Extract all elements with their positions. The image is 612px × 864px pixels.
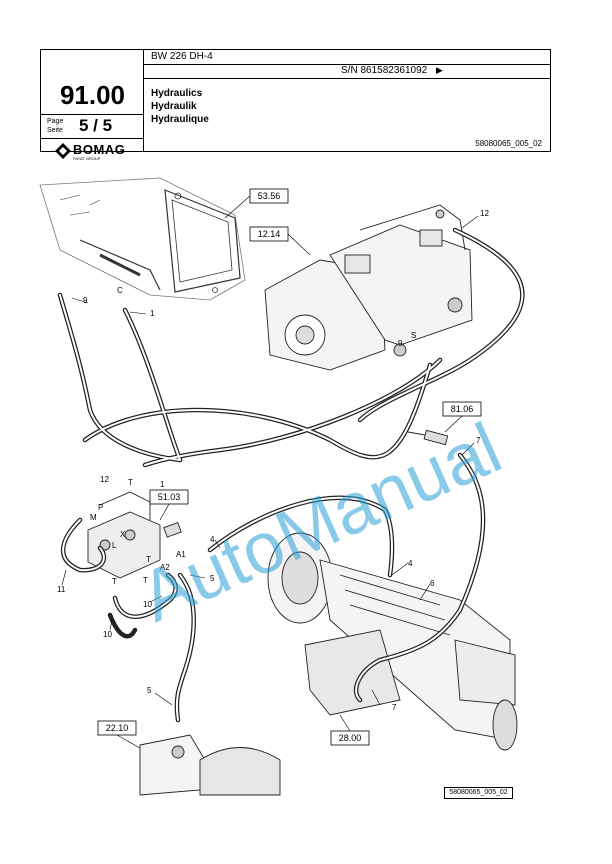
callout-1: 1 xyxy=(150,309,155,318)
brand-name: BOMAG xyxy=(73,142,126,157)
page-label: Page Seite xyxy=(47,117,63,135)
header-block: BW 226 DH-4 S/N 861582361092 ▶ 91.00 Pag… xyxy=(40,49,551,161)
arrow-right-icon: ▶ xyxy=(436,65,443,75)
page-label-en: Page xyxy=(47,118,64,125)
valve-block xyxy=(87,491,182,579)
header-top-left-cell xyxy=(41,50,144,64)
page-number: 5 / 5 xyxy=(79,116,113,135)
callout-5: 5 xyxy=(147,686,152,695)
leader-lines xyxy=(61,195,479,749)
title-english: Hydraulics xyxy=(151,88,203,99)
chapter-number: 91.00 xyxy=(59,80,126,110)
serial-number: S/N 861582361092 xyxy=(341,65,428,76)
port-label: A1 xyxy=(176,550,186,559)
callout-7: 7 xyxy=(476,436,481,445)
section-titles: Hydraulics Hydraulik Hydraulique xyxy=(151,87,209,126)
port-label: C xyxy=(117,286,123,295)
callout-10: 10 xyxy=(143,600,152,609)
port-label: A2 xyxy=(160,563,170,572)
machine-model: BW 226 DH-4 xyxy=(151,51,213,62)
title-french: Hydraulique xyxy=(151,114,209,125)
callout-7: 7 xyxy=(392,703,397,712)
footer-reference: 58080065_005_02 xyxy=(444,787,513,799)
bomag-logo-icon xyxy=(55,143,71,159)
callout-boxes: 53.56 12.14 81.06 51.03 22.10 28.00 xyxy=(97,188,482,746)
callout-box-label: 53.56 xyxy=(258,191,281,201)
port-label: X xyxy=(120,530,126,539)
callout-box-label: 22.10 xyxy=(106,723,129,733)
port-label: P xyxy=(98,503,103,512)
title-german: Hydraulik xyxy=(151,101,197,112)
callout-box-label: 28.00 xyxy=(339,733,362,743)
callout-6: 6 xyxy=(430,579,435,588)
port-label: T xyxy=(128,478,133,487)
header-left-panel: 91.00 Page Seite 5 / 5 BOMAG FAYAT GROUP xyxy=(41,64,144,161)
engine-block xyxy=(39,177,246,301)
callout-box-label: 81.06 xyxy=(451,404,474,414)
callout-numbers: 12 9 1 9 7 12 1 4 4 5 6 11 10 10 5 7 M P… xyxy=(57,209,489,712)
callout-4: 4 xyxy=(210,535,215,544)
callout-10: 10 xyxy=(103,630,112,639)
port-label: T xyxy=(143,576,148,585)
callout-11: 11 xyxy=(57,585,66,594)
document-reference: 58080065_005_02 xyxy=(475,139,542,148)
callout-box-label: 51.03 xyxy=(158,492,181,502)
port-label: S xyxy=(411,331,416,340)
drive-motor xyxy=(139,734,281,796)
header-divider xyxy=(144,64,550,65)
callout-9: 9 xyxy=(398,339,403,348)
callout-5: 5 xyxy=(210,574,215,583)
header-divider xyxy=(144,78,550,79)
port-label: T xyxy=(112,577,117,586)
callout-1: 1 xyxy=(160,480,165,489)
bomag-logo: BOMAG FAYAT GROUP xyxy=(55,142,135,164)
port-label: M xyxy=(90,513,97,522)
hose-inner-highlight xyxy=(59,229,524,721)
callout-12: 12 xyxy=(480,209,489,218)
pump-assembly xyxy=(264,204,473,371)
port-label: L xyxy=(112,541,117,550)
callout-box-label: 12.14 xyxy=(258,229,281,239)
port-label: T xyxy=(146,555,151,564)
sensor xyxy=(407,429,449,446)
header-divider xyxy=(41,114,144,115)
callout-9: 9 xyxy=(83,296,88,305)
page-label-de: Seite xyxy=(47,127,63,134)
header-divider xyxy=(41,138,144,139)
callout-12: 12 xyxy=(100,475,109,484)
callout-4: 4 xyxy=(408,559,413,568)
brand-subtitle: FAYAT GROUP xyxy=(73,156,101,161)
